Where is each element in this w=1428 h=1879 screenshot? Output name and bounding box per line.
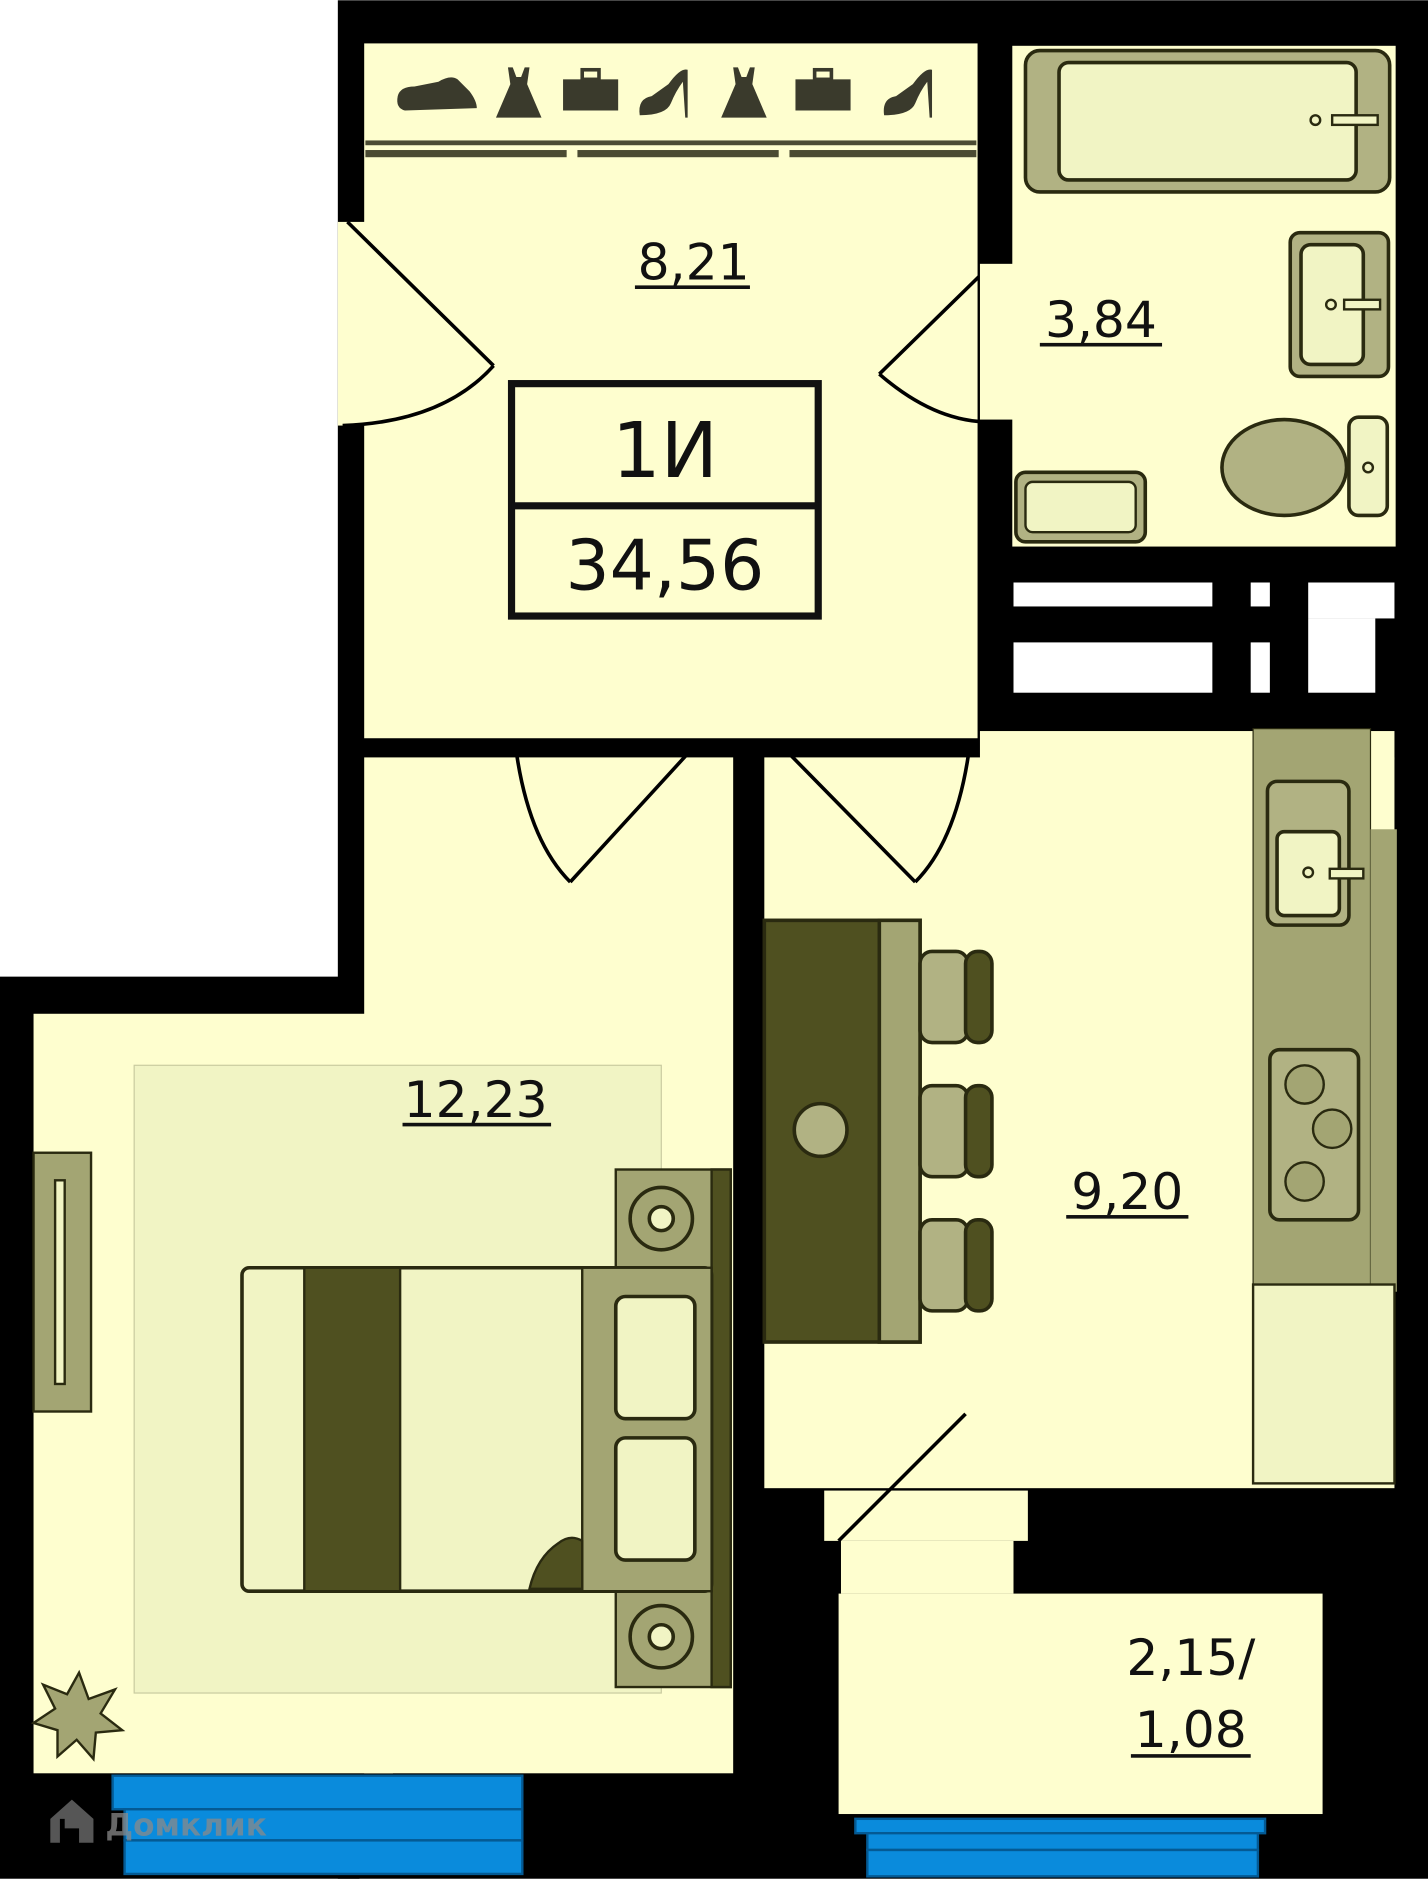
plant-icon [30, 1669, 126, 1762]
apartment-badge: 1И 34,56 [507, 380, 822, 620]
sneaker-icon [397, 77, 477, 111]
dress-icon [721, 67, 767, 118]
kitchen-door [779, 740, 973, 884]
kitchen-area: 9,20 [1071, 1162, 1183, 1221]
bathtub [1023, 48, 1392, 194]
balcony-door [837, 1412, 967, 1543]
watermark-text: Домклик [105, 1808, 266, 1844]
burner-icon [1284, 1064, 1353, 1202]
briefcase-icon [795, 67, 851, 111]
bedroom-door [513, 739, 701, 884]
total-area: 34,56 [565, 527, 764, 607]
bathroom-area: 3,84 [1045, 290, 1157, 349]
radiator [32, 1151, 93, 1413]
shafts [1013, 582, 1395, 693]
hallway-area: 8,21 [638, 232, 750, 291]
dress-icon [495, 67, 542, 118]
bedroom-area: 12,23 [404, 1070, 548, 1129]
bathroom-door [878, 264, 991, 424]
watermark: Домклик [50, 1799, 267, 1844]
domclick-logo-icon [50, 1799, 94, 1843]
dining-table [762, 918, 994, 1344]
balcony-area-line1: 2,15/ [1126, 1628, 1255, 1687]
room-balcony [824, 1490, 1323, 1815]
area-labels: 8,21 3,84 12,23 9,20 2,15/ 1,08 [402, 232, 1255, 1759]
high-heel-icon [883, 69, 933, 118]
bed [240, 1168, 732, 1689]
balcony-area-line2: 1,08 [1135, 1700, 1247, 1759]
chair-icon [918, 949, 994, 1313]
wardrobe-icons [397, 67, 933, 118]
toilet [1220, 415, 1390, 518]
washing-machine [1014, 470, 1148, 544]
apartment-type: 1И [612, 407, 718, 496]
bathroom-sink [1288, 230, 1391, 379]
high-heel-icon [639, 69, 688, 118]
kitchen-counter [1251, 728, 1397, 1485]
entry-door [342, 220, 495, 428]
lamp-icon [628, 1185, 695, 1670]
briefcase-icon [563, 67, 619, 111]
windows [111, 1774, 1267, 1878]
